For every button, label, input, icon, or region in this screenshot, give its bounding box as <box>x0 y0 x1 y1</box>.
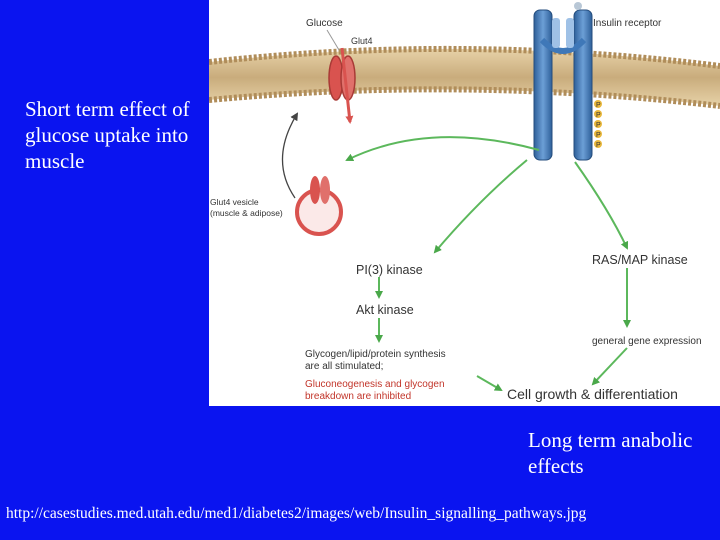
synthesis-to-growth-arrow <box>477 376 501 390</box>
glut4-vesicle-label-line1: Glut4 vesicle <box>210 197 259 207</box>
long-term-effects-caption: Long term anabolic effects <box>528 427 713 479</box>
insulin-receptor-label: Insulin receptor <box>593 18 662 29</box>
synthesis-label-line1: Glycogen/lipid/protein synthesis <box>305 349 446 360</box>
inhibited-label-line2: breakdown are inhibited <box>305 391 411 402</box>
receptor-to-vesicle-arrow <box>347 137 539 160</box>
cell-growth-label: Cell growth & differentiation <box>507 386 678 402</box>
inhibited-label-line1: Gluconeogenesis and glycogen <box>305 379 445 390</box>
pi3-kinase-label: PI(3) kinase <box>356 263 423 277</box>
phosphate-groups: P P P P P <box>594 100 602 149</box>
svg-text:P: P <box>596 112 601 119</box>
synthesis-label-line2: are all stimulated; <box>305 361 383 372</box>
glucose-label: Glucose <box>306 18 343 29</box>
svg-text:P: P <box>596 102 601 109</box>
gene-to-growth-arrow <box>593 348 627 384</box>
glut4-vesicle <box>297 176 341 234</box>
svg-text:P: P <box>596 132 601 139</box>
vesicle-translocation-arrow <box>282 114 297 198</box>
short-term-effect-caption: Short term effect of glucose uptake into… <box>25 96 210 174</box>
akt-kinase-label: Akt kinase <box>356 303 414 317</box>
glucose-pointer <box>327 30 339 50</box>
svg-text:P: P <box>596 142 601 149</box>
ras-map-kinase-label: RAS/MAP kinase <box>592 253 688 267</box>
svg-text:P: P <box>596 122 601 129</box>
glut4-vesicle-label-line2: (muscle & adipose) <box>210 208 283 218</box>
gene-expression-label: general gene expression <box>592 336 702 347</box>
insulin-signalling-diagram: Glucose Glut4 Insulin receptor P P P P P… <box>209 0 720 406</box>
receptor-to-ras-arrow <box>575 162 627 248</box>
glut4-label: Glut4 <box>351 36 373 46</box>
insulin-signalling-figure: Glucose Glut4 Insulin receptor P P P P P… <box>209 0 720 406</box>
receptor-to-pi3k-arrow <box>435 160 527 252</box>
source-url: http://casestudies.med.utah.edu/med1/dia… <box>6 505 586 523</box>
